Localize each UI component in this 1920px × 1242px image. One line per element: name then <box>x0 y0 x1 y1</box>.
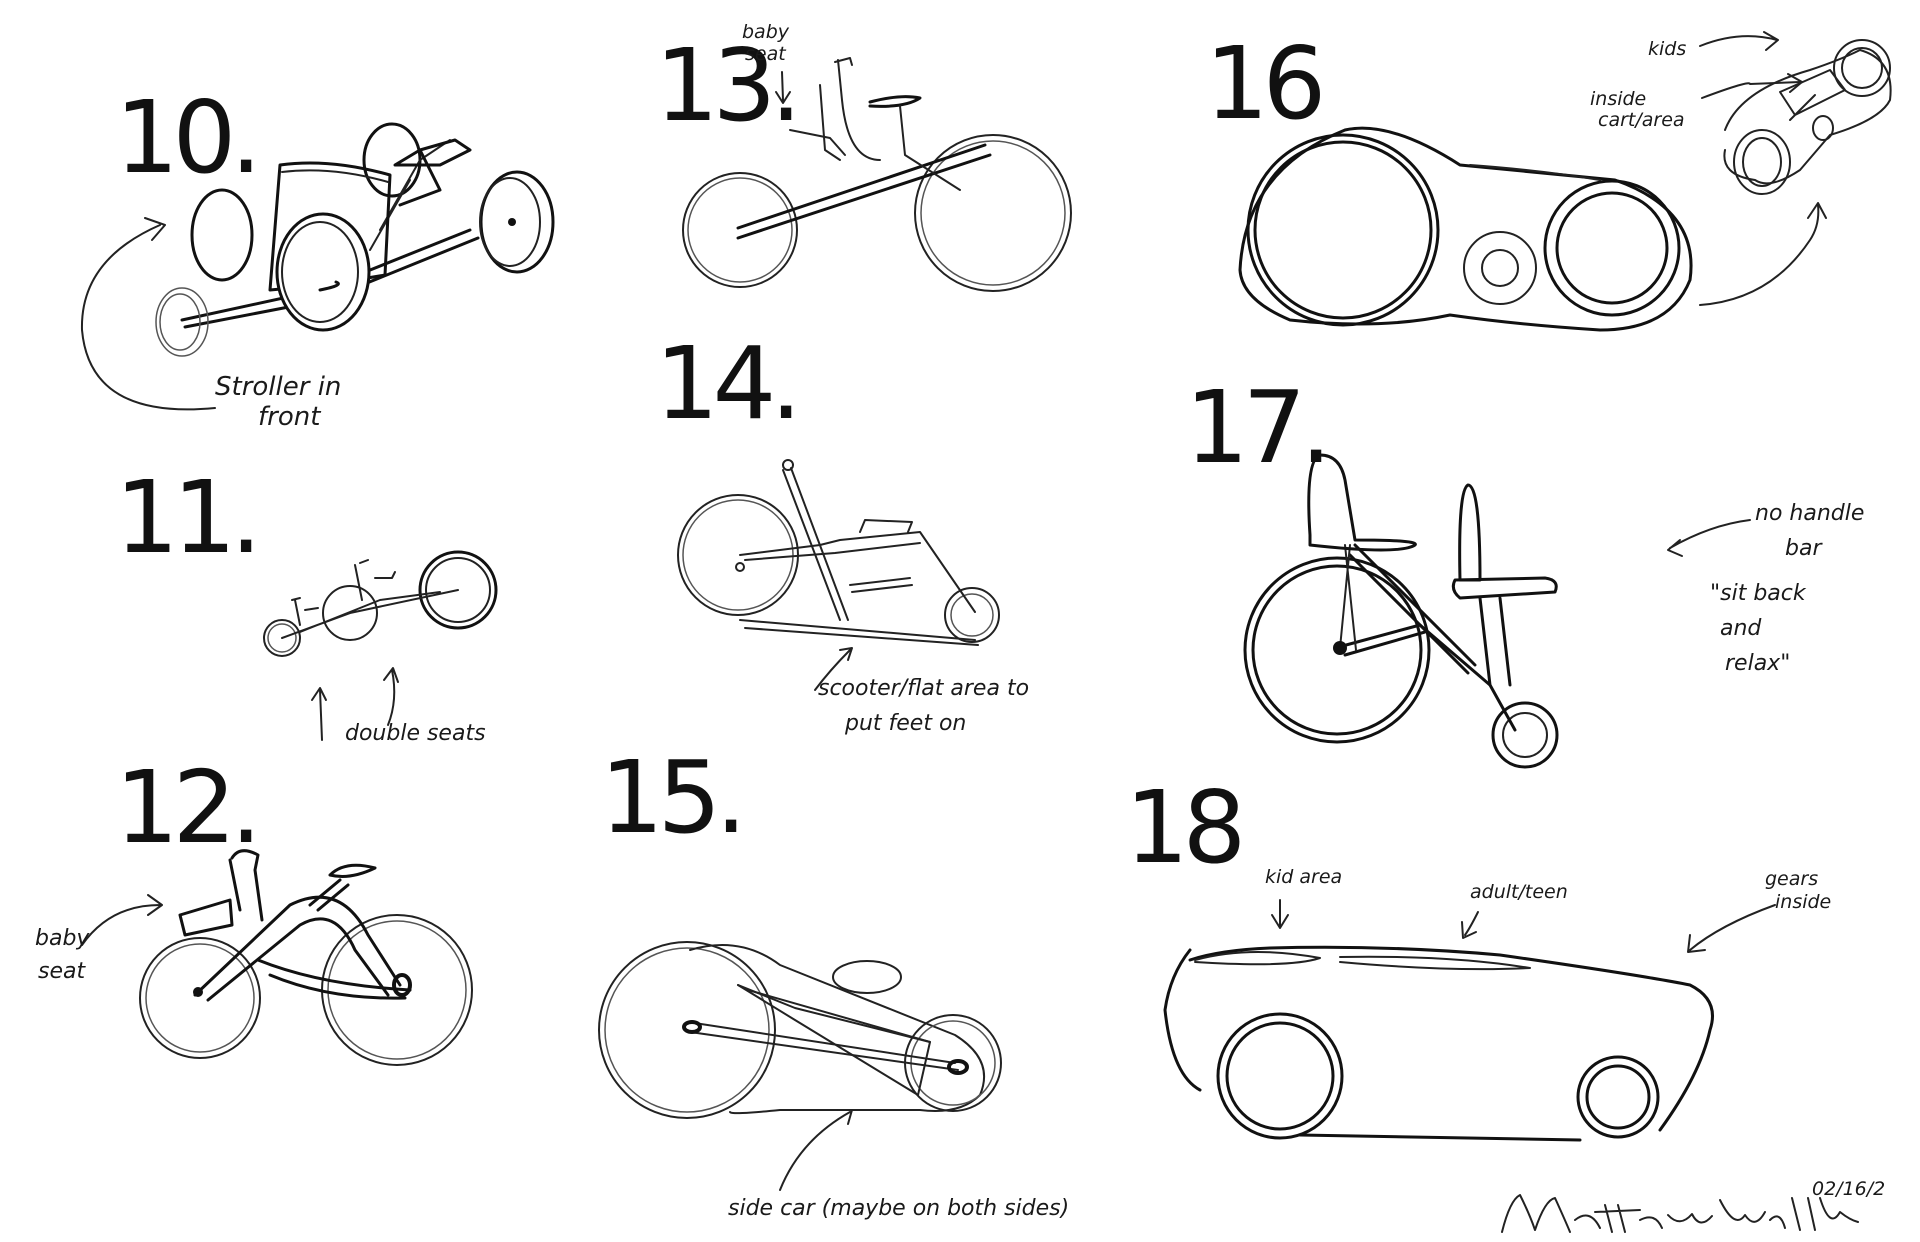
sketch-number-10: 10. <box>115 79 256 196</box>
sketch-number-17: 17. <box>1185 369 1326 486</box>
handlebar-arrow <box>1667 519 1751 557</box>
stroller-arrow <box>80 217 216 411</box>
sketch-16: 16 kids inside cart/area <box>1205 25 1892 332</box>
note-11: double seats <box>345 721 486 746</box>
sketch-number-14: 14. <box>655 325 796 442</box>
sketch-number-13: 13. <box>655 27 796 144</box>
note-16-kids: kids <box>1648 38 1686 60</box>
note-14-line1: scooter/flat area to <box>818 676 1029 701</box>
sketch-14: 14. scooter/flat area to put feet on <box>655 325 1029 736</box>
sketch-number-12: 12. <box>115 749 256 866</box>
sketch-10-drawing <box>155 122 555 357</box>
detail-arrow <box>1699 202 1827 306</box>
sketch-13-drawing <box>682 57 1072 292</box>
note-17-line5: relax" <box>1725 651 1790 676</box>
note-12-line2: seat <box>38 959 86 984</box>
note-17-line2: bar <box>1785 536 1823 561</box>
sketch-number-11: 11. <box>115 459 256 576</box>
note-18-kid: kid area <box>1265 866 1342 888</box>
scooter-arrow <box>814 647 853 691</box>
note-18-inside: inside <box>1775 891 1831 913</box>
seat-arrow-1 <box>311 687 327 741</box>
gears-arrow <box>1687 904 1776 953</box>
sketch-17: 17. no handle bar "sit back and relax" <box>1185 369 1864 769</box>
sketch-18-drawing <box>1163 945 1714 1142</box>
signature: 02/16/2 <box>1501 1178 1885 1233</box>
sketch-15-drawing <box>598 941 1002 1119</box>
note-13-line1: baby <box>742 21 790 43</box>
sketch-17-drawing <box>1243 453 1559 769</box>
note-16-inside: inside <box>1590 88 1646 110</box>
baby-seat-arrow <box>81 894 163 946</box>
sketch-12: 12. baby seat <box>35 749 473 1066</box>
signature-date: 02/16/2 <box>1812 1178 1885 1200</box>
note-15: side car (maybe on both sides) <box>728 1196 1069 1221</box>
side-car-arrow <box>779 1109 853 1191</box>
sketch-12-drawing <box>139 849 473 1066</box>
note-10-line2: front <box>258 402 321 432</box>
sketch-16-drawing <box>1238 39 1892 332</box>
sketch-11-drawing <box>263 550 498 657</box>
note-18-gears: gears <box>1765 868 1818 890</box>
sketch-10: 10. Stroller in front <box>80 79 555 432</box>
note-12-line1: baby <box>35 926 90 951</box>
seat-arrow-2 <box>383 667 399 726</box>
inside-arrow <box>1701 73 1803 99</box>
sketch-number-16: 16 <box>1205 25 1321 142</box>
kids-arrow <box>1699 31 1779 51</box>
sketch-15: 15. side car (maybe on both sides) <box>598 739 1069 1221</box>
note-17-line1: no handle <box>1755 501 1864 526</box>
adult-arrow <box>1461 911 1479 939</box>
sketch-18: 18 kid area adult/teen gears inside <box>1125 769 1831 1142</box>
note-16-cart: cart/area <box>1598 109 1685 131</box>
sketch-14-drawing <box>677 459 1000 646</box>
note-10-line1: Stroller in <box>215 372 341 402</box>
sketch-13: 13. baby seat <box>655 21 1072 292</box>
note-18-adult: adult/teen <box>1470 881 1568 903</box>
note-14-line2: put feet on <box>844 711 966 736</box>
sketch-number-15: 15. <box>600 739 741 856</box>
note-17-line4: and <box>1720 616 1762 641</box>
sketch-number-18: 18 <box>1125 769 1240 886</box>
kid-area-arrow <box>1271 899 1289 929</box>
baby-seat-arrow-13 <box>775 71 791 104</box>
sketch-11: 11. double seats <box>115 459 498 746</box>
note-17-line3: "sit back <box>1710 581 1807 606</box>
note-13-line2: seat <box>745 43 787 65</box>
